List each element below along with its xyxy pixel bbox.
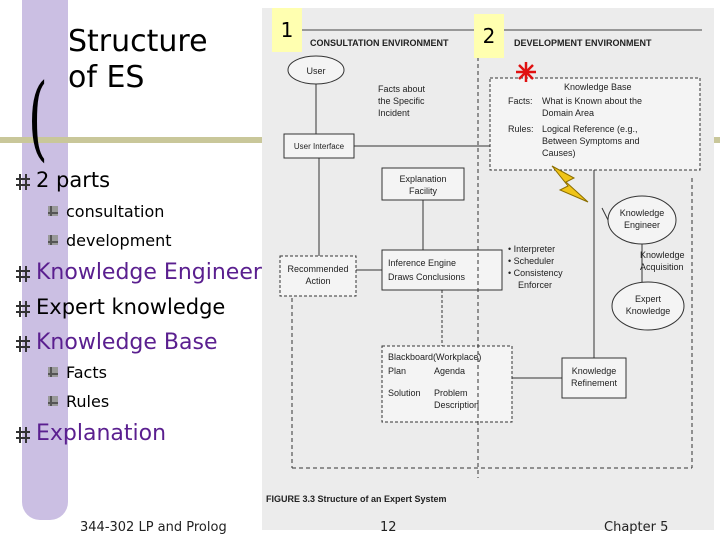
decorative-bracket: ( bbox=[28, 64, 48, 171]
svg-text:Knowledge: Knowledge bbox=[626, 306, 671, 316]
svg-text:User Interface: User Interface bbox=[294, 142, 345, 151]
sub-bullet-icon bbox=[48, 206, 58, 216]
svg-text:Knowledge: Knowledge bbox=[640, 250, 685, 260]
svg-text:Between Symptoms and: Between Symptoms and bbox=[542, 136, 640, 146]
svg-text:Logical Reference (e.g.,: Logical Reference (e.g., bbox=[542, 124, 638, 134]
bullet-item: 2 parts bbox=[16, 168, 111, 192]
sub-bullet-item: development bbox=[48, 231, 172, 250]
bullet-text: Explanation bbox=[36, 421, 167, 446]
bullet-text: Expert knowledge bbox=[36, 295, 226, 319]
bullet-icon bbox=[16, 427, 30, 443]
expert-knowledge-node bbox=[611, 281, 685, 331]
sub-bullet-icon bbox=[48, 235, 58, 245]
inference-engine-box bbox=[381, 249, 503, 291]
bullet-icon bbox=[16, 266, 30, 282]
marker-2: 2 bbox=[474, 14, 504, 58]
sub-bullet-icon bbox=[48, 367, 58, 377]
consultation-env-label: CONSULTATION ENVIRONMENT bbox=[310, 38, 449, 48]
bullet-item: Knowledge Engineer bbox=[16, 260, 262, 285]
svg-text:Causes): Causes) bbox=[542, 148, 576, 158]
user-label: User bbox=[306, 66, 325, 76]
svg-text:Knowledge Base: Knowledge Base bbox=[564, 82, 632, 92]
decorative-side-bar bbox=[22, 0, 68, 520]
bullet-item: Knowledge Base bbox=[16, 330, 218, 355]
development-env-label: DEVELOPMENT ENVIRONMENT bbox=[514, 38, 652, 48]
bullet-icon bbox=[16, 336, 30, 352]
recommended-action-box bbox=[279, 255, 357, 297]
bullet-icon bbox=[16, 301, 30, 317]
svg-text:Explanation: Explanation bbox=[399, 174, 446, 184]
svg-text:• Interpreter: • Interpreter bbox=[508, 244, 555, 254]
svg-text:Domain Area: Domain Area bbox=[542, 108, 594, 118]
svg-text:the Specific: the Specific bbox=[378, 96, 425, 106]
expert-system-figure: CONSULTATION ENVIRONMENT DEVELOPMENT ENV… bbox=[262, 8, 714, 530]
sub-bullet-item: Rules bbox=[48, 392, 110, 411]
bullet-text: Facts bbox=[66, 363, 107, 382]
figure-caption: FIGURE 3.3 Structure of an Expert System bbox=[266, 494, 447, 504]
sub-bullet-item: Facts bbox=[48, 363, 107, 382]
svg-text:What is Known about the: What is Known about the bbox=[542, 96, 642, 106]
svg-text:Knowledge: Knowledge bbox=[620, 208, 665, 218]
svg-text:Solution: Solution bbox=[388, 388, 421, 398]
bullet-text: Rules bbox=[66, 392, 110, 411]
svg-text:Agenda: Agenda bbox=[434, 366, 465, 376]
svg-text:Incident: Incident bbox=[378, 108, 410, 118]
footer-right: Chapter 5 bbox=[604, 520, 669, 535]
svg-text:Action: Action bbox=[305, 276, 330, 286]
title-line-1: Structure bbox=[68, 24, 208, 59]
sub-bullet-icon bbox=[48, 396, 58, 406]
svg-text:Enforcer: Enforcer bbox=[518, 280, 552, 290]
title-line-2: of ES bbox=[68, 60, 145, 95]
svg-text:Blackboard(Workplace): Blackboard(Workplace) bbox=[388, 352, 481, 362]
sub-bullet-item: consultation bbox=[48, 202, 165, 221]
knowledge-refinement-box bbox=[561, 357, 627, 399]
svg-text:Draws Conclusions: Draws Conclusions bbox=[388, 272, 466, 282]
slide-title: Structure of ES bbox=[68, 24, 208, 96]
bullet-text: Knowledge Base bbox=[36, 330, 218, 355]
bullet-item: Expert knowledge bbox=[16, 295, 226, 319]
svg-text:Engineer: Engineer bbox=[624, 220, 660, 230]
page-number: 12 bbox=[380, 520, 397, 535]
svg-text:• Scheduler: • Scheduler bbox=[508, 256, 554, 266]
svg-text:Knowledge: Knowledge bbox=[572, 366, 617, 376]
svg-text:Facts:: Facts: bbox=[508, 96, 533, 106]
bullet-text: consultation bbox=[66, 202, 165, 221]
svg-text:Expert: Expert bbox=[635, 294, 662, 304]
svg-text:Facility: Facility bbox=[409, 186, 438, 196]
svg-text:• Consistency: • Consistency bbox=[508, 268, 563, 278]
marker-1: 1 bbox=[272, 8, 302, 52]
lightning-icon bbox=[551, 165, 589, 203]
bullet-item: Explanation bbox=[16, 421, 167, 446]
footer-left: 344-302 LP and Prolog bbox=[80, 520, 227, 535]
svg-text:Plan: Plan bbox=[388, 366, 406, 376]
bullet-text: 2 parts bbox=[36, 168, 111, 192]
bullet-text: Knowledge Engineer bbox=[36, 260, 262, 285]
svg-text:Recommended: Recommended bbox=[287, 264, 348, 274]
bullet-text: development bbox=[66, 231, 172, 250]
svg-text:Description: Description bbox=[434, 400, 479, 410]
bullet-icon bbox=[16, 174, 30, 190]
svg-text:Acquisition: Acquisition bbox=[640, 262, 684, 272]
blackboard-box bbox=[381, 345, 513, 423]
explanation-facility-box bbox=[381, 167, 465, 201]
knowledge-base-box bbox=[489, 77, 701, 171]
svg-text:Refinement: Refinement bbox=[571, 378, 618, 388]
star-icon bbox=[516, 62, 536, 82]
svg-text:Facts about: Facts about bbox=[378, 84, 426, 94]
svg-text:Rules:: Rules: bbox=[508, 124, 534, 134]
svg-text:Inference Engine: Inference Engine bbox=[388, 258, 456, 268]
svg-text:Problem: Problem bbox=[434, 388, 468, 398]
